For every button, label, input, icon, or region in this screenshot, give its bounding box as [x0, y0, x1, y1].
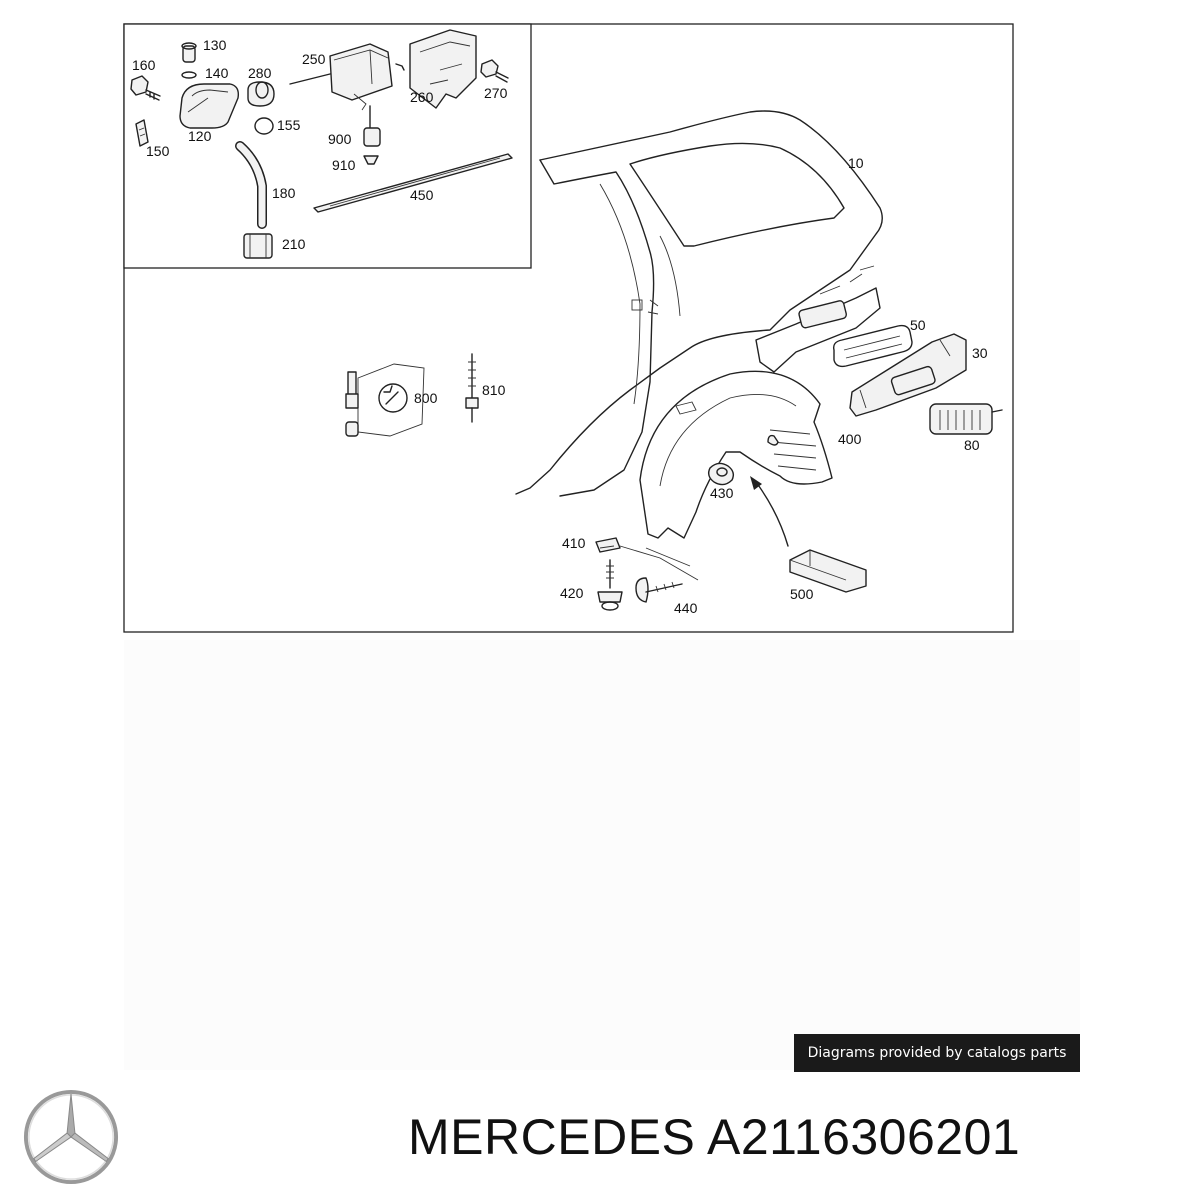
part-900-pin	[363, 105, 381, 147]
part-210-clamp	[243, 233, 273, 259]
part-180-hose	[235, 141, 267, 229]
label-180: 180	[272, 185, 296, 201]
part-420-screw	[597, 559, 623, 611]
part-450-strip	[313, 153, 513, 213]
label-140: 140	[205, 65, 229, 81]
part-800-bolt-set	[345, 363, 425, 437]
part-120-fuel-flap	[179, 83, 240, 129]
label-450: 450	[410, 187, 434, 203]
product-title: MERCEDES A2116306201	[408, 1109, 1021, 1165]
label-150: 150	[146, 143, 170, 159]
part-270-bolt	[480, 59, 509, 83]
label-420: 420	[560, 585, 584, 601]
leader-lines	[619, 545, 699, 581]
credit-text: Diagrams provided by catalogs parts	[807, 1045, 1067, 1061]
label-810: 810	[482, 382, 506, 398]
part-500-block	[789, 549, 867, 593]
part-430-nut	[707, 462, 735, 486]
part-155-ring	[254, 117, 274, 135]
label-120: 120	[188, 128, 212, 144]
label-400: 400	[838, 431, 862, 447]
part-260-bracket	[409, 29, 477, 109]
part-140-ring	[181, 71, 197, 79]
label-210: 210	[282, 236, 306, 252]
part-440-rivet	[635, 577, 683, 603]
part-10-rear-panel	[515, 110, 883, 497]
arrow-indicator	[750, 476, 789, 547]
part-410-clip	[595, 537, 621, 553]
part-150-clip	[135, 119, 149, 147]
parts-diagram: 10 30 50 80 120 130 140 150 155 160 180 …	[123, 23, 1014, 633]
label-30: 30	[972, 345, 988, 361]
part-810-stud	[465, 353, 479, 423]
label-910: 910	[332, 157, 356, 173]
part-160-bolt	[130, 75, 161, 101]
part-910-pin	[363, 155, 379, 165]
part-30-bracket	[849, 333, 967, 417]
credit-badge: Diagrams provided by catalogs parts	[794, 1034, 1080, 1072]
label-440: 440	[674, 600, 698, 616]
label-80: 80	[964, 437, 980, 453]
mercedes-star-logo-icon	[23, 1089, 119, 1185]
part-130-cap	[181, 42, 197, 63]
label-800: 800	[414, 390, 438, 406]
part-280-socket	[247, 81, 275, 107]
label-160: 160	[132, 57, 156, 73]
label-500: 500	[790, 586, 814, 602]
label-900: 900	[328, 131, 352, 147]
part-250-actuator	[289, 43, 405, 111]
diagram-empty-area	[124, 640, 1080, 1070]
label-280: 280	[248, 65, 272, 81]
label-260: 260	[410, 89, 434, 105]
part-80-light	[929, 403, 1003, 435]
label-410: 410	[562, 535, 586, 551]
label-10: 10	[848, 155, 864, 171]
label-250: 250	[302, 51, 326, 67]
part-50-gasket	[832, 324, 913, 368]
label-270: 270	[484, 85, 508, 101]
label-50: 50	[910, 317, 926, 333]
label-430: 430	[710, 485, 734, 501]
label-155: 155	[277, 117, 301, 133]
label-130: 130	[203, 37, 227, 53]
